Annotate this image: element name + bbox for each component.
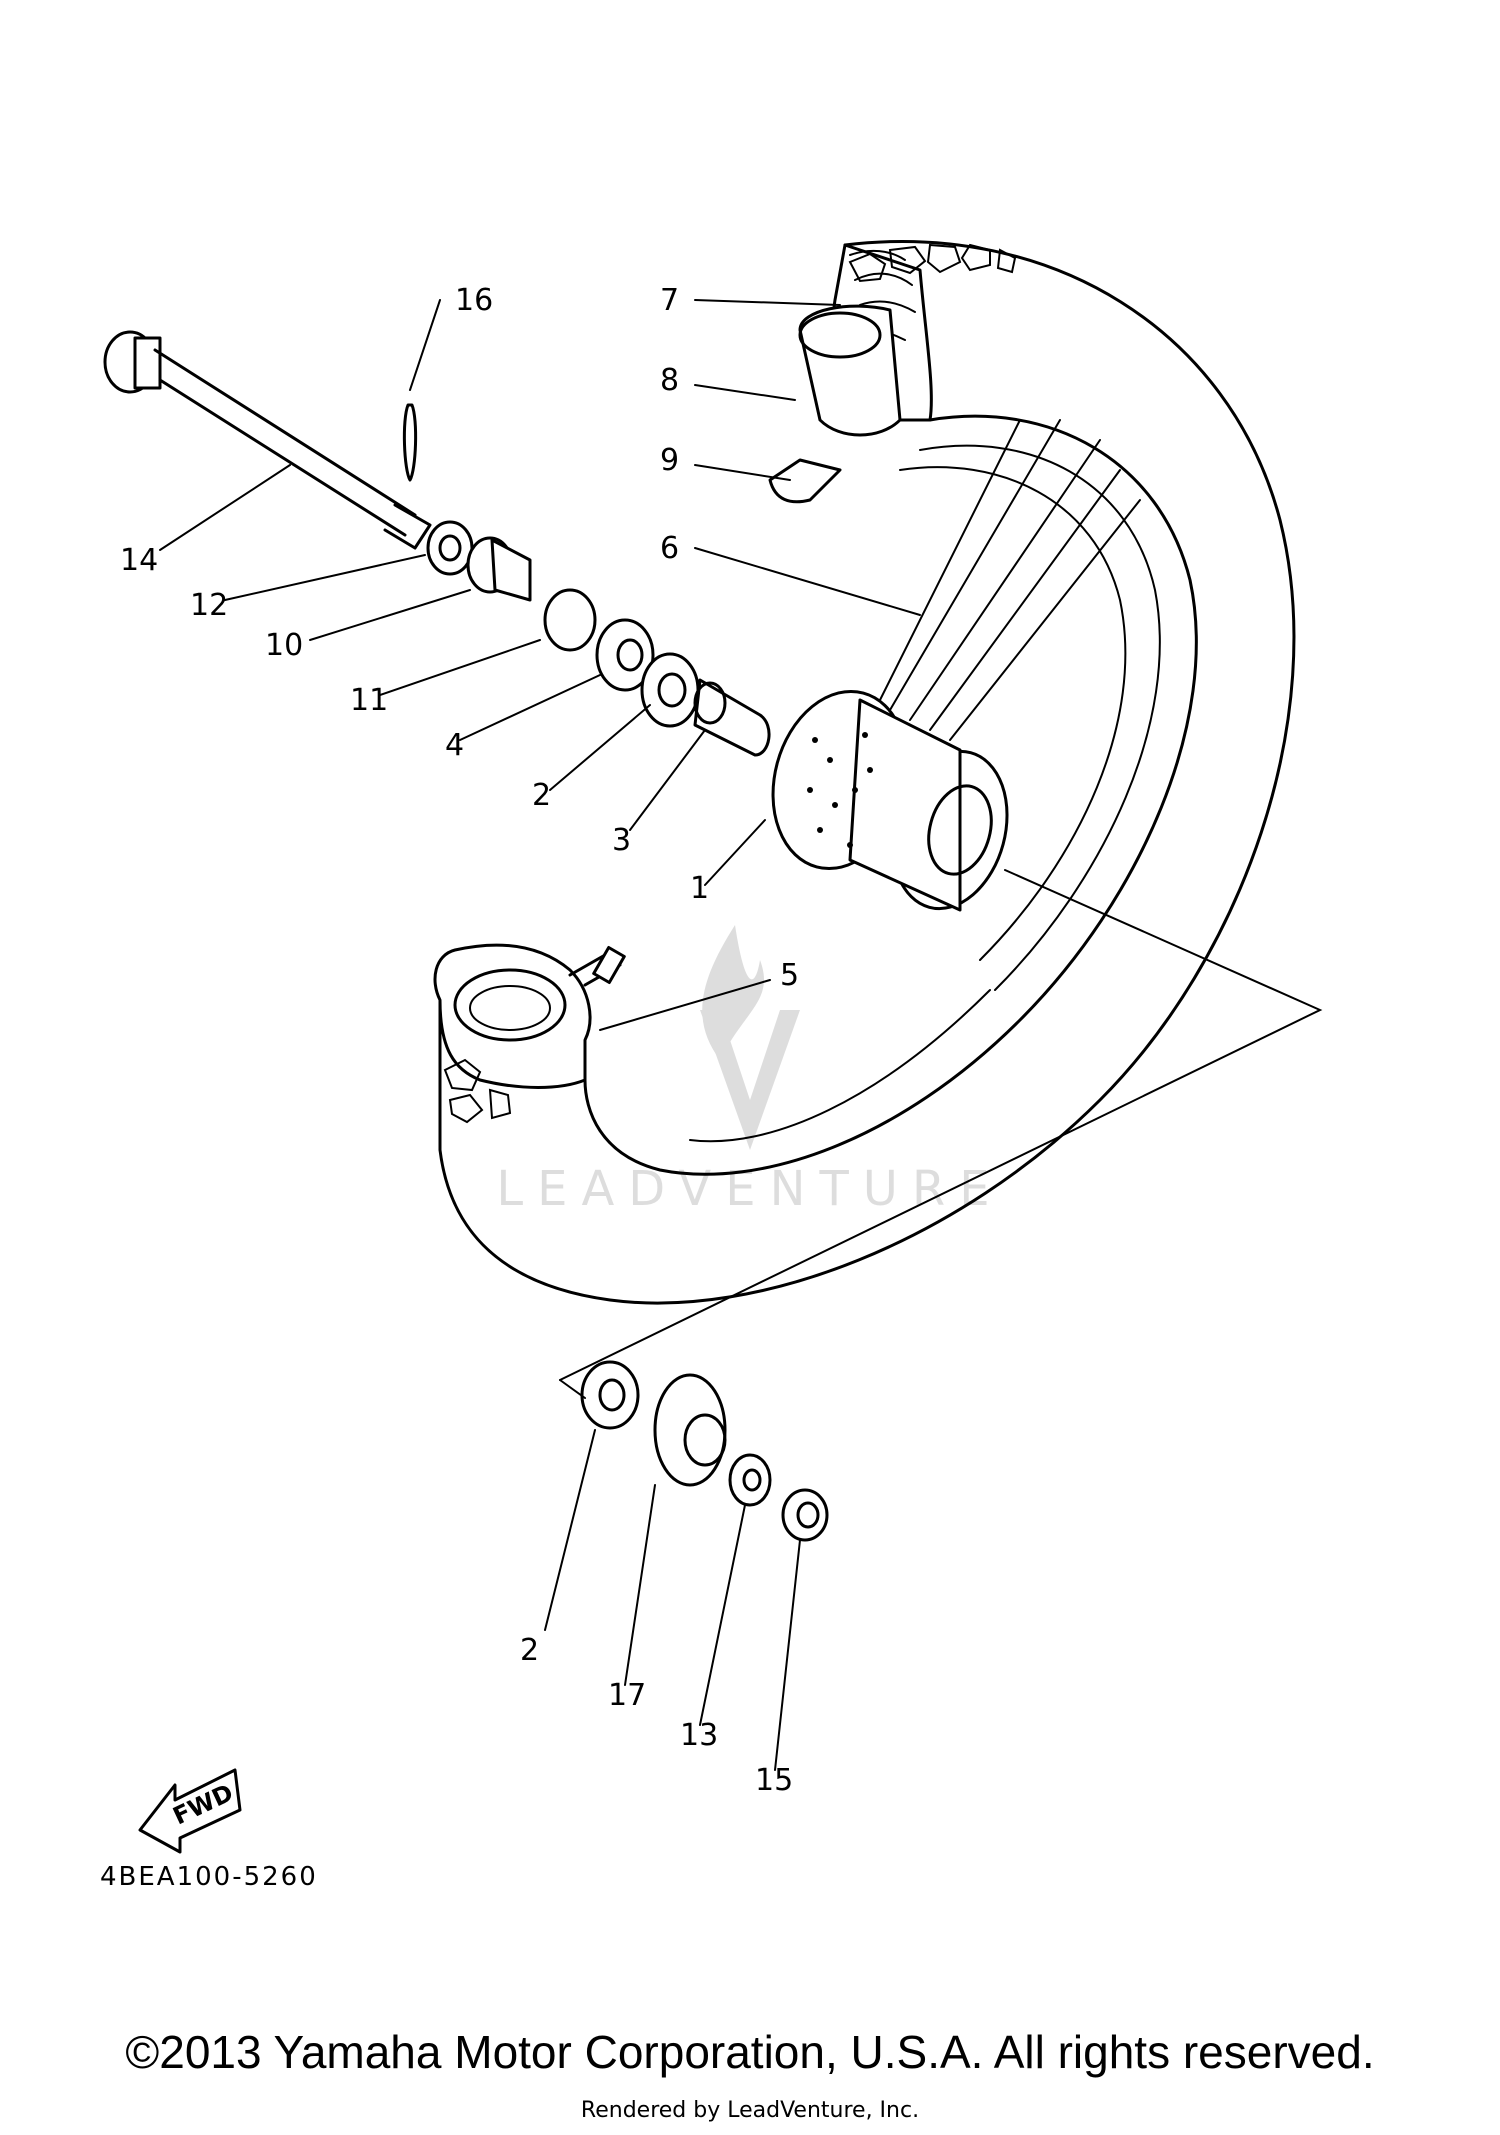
callout-11: 11	[350, 683, 388, 718]
axle	[103, 330, 432, 550]
callout-12: 12	[190, 588, 228, 623]
rendered-by-notice: Rendered by LeadVenture, Inc.	[580, 2098, 920, 2123]
spokes	[879, 419, 1141, 741]
collar-washer-bearing-set-upper	[426, 520, 771, 757]
hub	[771, 689, 1009, 912]
callout-13: 13	[680, 1718, 718, 1753]
callout-3: 3	[612, 823, 631, 858]
copyright-notice: ©2013 Yamaha Motor Corporation, U.S.A. A…	[125, 2026, 1375, 2078]
callout-5: 5	[780, 958, 799, 993]
callout-2b: 2	[520, 1633, 539, 1668]
callout-2a: 2	[532, 778, 551, 813]
callout-15: 15	[755, 1763, 793, 1798]
callouts: 16 7 8 9 6 14 12 10 11 4 2 3 1 5 2 17 13…	[120, 283, 799, 1798]
cotter-pin	[402, 403, 418, 482]
inner-tube	[768, 304, 902, 504]
callout-8: 8	[660, 363, 679, 398]
callout-14: 14	[120, 543, 158, 578]
callout-10: 10	[265, 628, 303, 663]
callout-9: 9	[660, 443, 679, 478]
diagram-code: 4BEA100-5260	[100, 1862, 318, 1892]
callout-1: 1	[690, 871, 709, 906]
callout-7: 7	[660, 283, 679, 318]
fwd-arrow-icon: FWD	[138, 1768, 242, 1854]
explode-lines	[559, 869, 1323, 1399]
callout-17: 17	[608, 1678, 646, 1713]
watermark-logo: LEADVENTURE	[496, 925, 990, 1217]
parts-set-lower	[580, 1360, 829, 1542]
callout-6: 6	[660, 531, 679, 566]
callout-16: 16	[455, 283, 493, 318]
callout-4: 4	[445, 728, 464, 763]
leader-lines	[159, 299, 921, 1771]
